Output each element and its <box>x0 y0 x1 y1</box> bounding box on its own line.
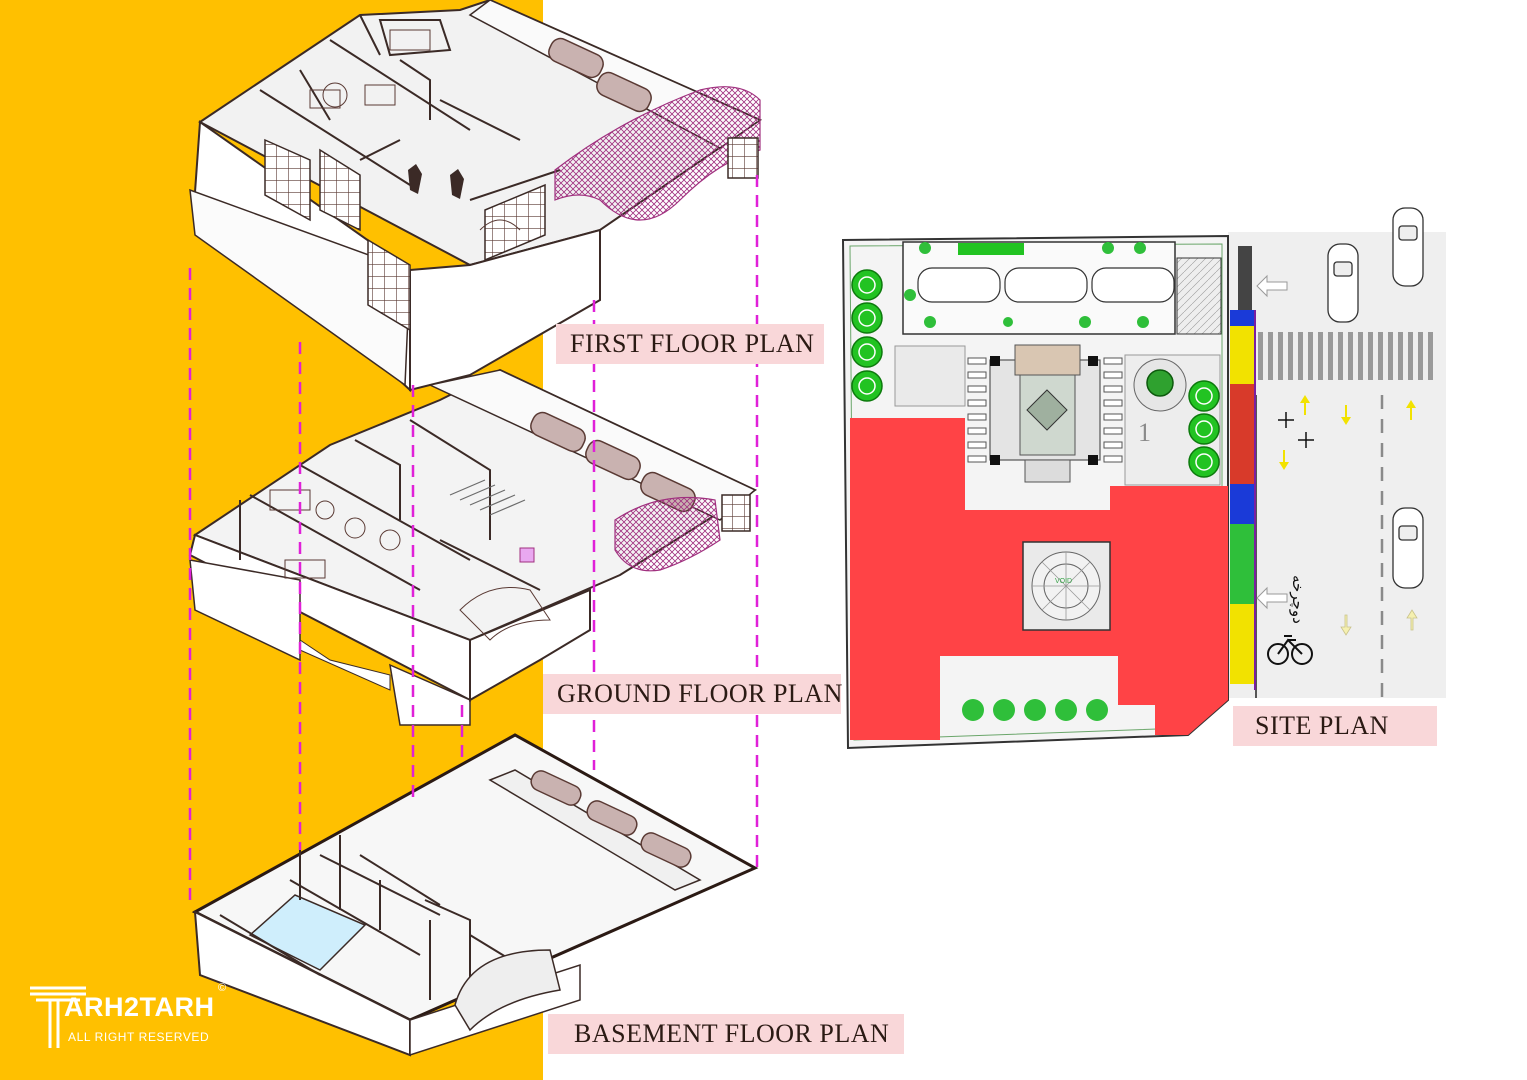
ground-floor-model <box>188 368 758 726</box>
site-plan-label: SITE PLAN <box>1233 706 1437 746</box>
crosswalk <box>1258 332 1433 380</box>
bike-lane-label: دوچرخه <box>1289 575 1307 624</box>
bicycle-icon <box>1267 635 1313 665</box>
logo-subtitle: ALL RIGHT RESERVED <box>68 1030 210 1044</box>
first-floor-plan-label: FIRST FLOOR PLAN <box>556 324 824 364</box>
copyright-icon: © <box>218 982 227 994</box>
basement-floor-plan-label: BASEMENT FLOOR PLAN <box>548 1014 904 1054</box>
void-courtyard <box>1022 541 1111 631</box>
ground-floor-plan-label: GROUND FLOOR PLAN <box>543 674 842 714</box>
logo-name: ARH2TARH <box>64 992 215 1022</box>
lane-bike-marks <box>1278 412 1314 448</box>
first-floor-model <box>189 0 763 393</box>
sidewalk-strip <box>1230 246 1256 690</box>
tarh2tarh-logo: ARH2TARH ALL RIGHT RESERVED © <box>28 982 238 1052</box>
void-label: VOID <box>1055 578 1073 585</box>
site-trees <box>851 269 1220 721</box>
logo-t-icon <box>30 986 86 1048</box>
site-entrance <box>967 344 1123 483</box>
site-parking <box>902 241 1222 335</box>
road-arrows <box>1256 274 1418 636</box>
site-plan-number: 1 <box>1138 418 1151 447</box>
basement-floor-model <box>191 733 759 1057</box>
road-cars <box>1327 207 1424 589</box>
